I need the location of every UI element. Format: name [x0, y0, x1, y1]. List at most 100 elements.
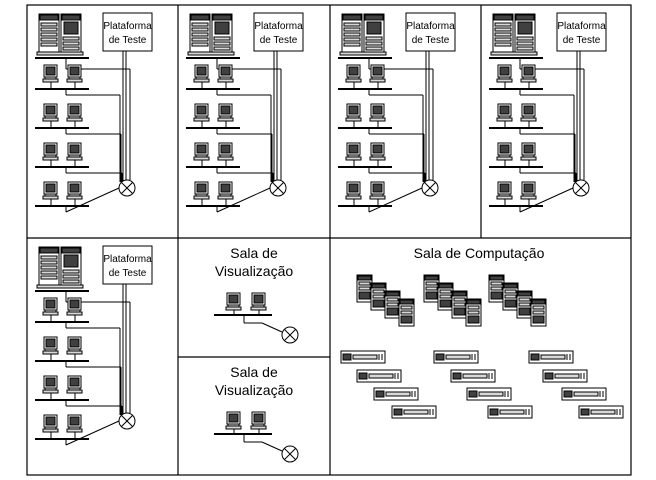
server-tower-icon	[451, 290, 468, 319]
workstation-icon	[520, 181, 537, 200]
test-platform-label-line2: de Teste	[412, 35, 450, 46]
workstation-icon	[225, 411, 242, 430]
workstation-icon	[66, 64, 83, 83]
workstation-icon	[217, 103, 234, 122]
test-platform-label-line1: Plataforma	[103, 254, 152, 265]
server-cabinet-icon	[339, 13, 387, 56]
workstation-icon	[496, 64, 513, 83]
test-platform-label-line1: Plataforma	[254, 21, 303, 32]
workstation-icon	[496, 142, 513, 161]
rack-server-icon	[542, 369, 588, 383]
server-tower-icon	[516, 290, 533, 319]
network-junction-icon	[269, 179, 287, 197]
rack-server-icon	[578, 405, 624, 419]
room-grid	[26, 4, 632, 476]
viz-room-label-line2: Visualização	[215, 263, 294, 279]
workstation-icon	[369, 103, 386, 122]
workstation-icon	[369, 142, 386, 161]
test-platform-box	[253, 12, 304, 52]
server-tower-icon	[423, 274, 440, 303]
network-junction-icon	[572, 179, 590, 197]
network-junction-icon	[421, 179, 439, 197]
workstation-icon	[496, 103, 513, 122]
test-lab-2: Plataforma de Teste	[186, 12, 304, 213]
test-platform-label-line1: Plataforma	[406, 21, 455, 32]
workstation-icon	[345, 103, 362, 122]
workstation-icon	[520, 64, 537, 83]
workstation-icon	[369, 181, 386, 200]
workstation-icon	[345, 142, 362, 161]
server-cabinet-icon	[36, 13, 84, 56]
workstation-icon	[66, 181, 83, 200]
workstation-icon	[42, 336, 59, 355]
network-junction-icon	[118, 412, 136, 430]
workstation-icon	[250, 411, 267, 430]
test-platform-label-line2: de Teste	[563, 35, 601, 46]
rack-server-icon	[391, 405, 437, 419]
server-cabinet-icon	[36, 246, 84, 289]
workstation-icon	[193, 142, 210, 161]
workstation-icon	[193, 181, 210, 200]
test-lab-3: Plataforma de Teste	[338, 12, 456, 213]
test-platform-box	[405, 12, 456, 52]
tower-cluster	[488, 274, 547, 327]
test-platform-label-line2: de Teste	[109, 268, 147, 279]
viz-room-label-line1: Sala de	[230, 364, 278, 380]
test-platform-label-line1: Plataforma	[103, 21, 152, 32]
workstation-icon	[250, 292, 267, 311]
workstation-icon	[193, 64, 210, 83]
workstation-icon	[66, 414, 83, 433]
rack-server-icon	[356, 369, 402, 383]
workstation-icon	[66, 103, 83, 122]
workstation-icon	[42, 64, 59, 83]
test-platform-label-line1: Plataforma	[557, 21, 606, 32]
server-tower-icon	[502, 282, 519, 311]
workstation-icon	[66, 142, 83, 161]
rack-server-icon	[487, 405, 533, 419]
workstation-icon	[520, 103, 537, 122]
workstation-icon	[66, 336, 83, 355]
server-tower-icon	[530, 298, 547, 327]
workstation-icon	[217, 64, 234, 83]
server-tower-icon	[370, 282, 387, 311]
test-platform-box	[102, 245, 153, 285]
workstation-icon	[66, 297, 83, 316]
rack-server-icon	[450, 369, 496, 383]
workstation-icon	[42, 142, 59, 161]
test-lab-4: Plataforma de Teste	[489, 12, 607, 213]
server-cabinet-icon	[187, 13, 235, 56]
server-tower-icon	[437, 282, 454, 311]
computing-room: Sala de Computação	[340, 245, 624, 419]
network-junction-icon	[281, 445, 299, 463]
workstation-icon	[520, 142, 537, 161]
test-platform-label-line2: de Teste	[109, 35, 147, 46]
test-platform-label-line2: de Teste	[260, 35, 298, 46]
network-junction-icon	[281, 326, 299, 344]
test-platform-box	[102, 12, 153, 52]
network-junction-icon	[118, 179, 136, 197]
workstation-icon	[217, 142, 234, 161]
workstation-icon	[496, 181, 513, 200]
server-tower-icon	[356, 274, 373, 303]
server-tower-icon	[488, 274, 505, 303]
workstation-icon	[193, 103, 210, 122]
rack-server-icon	[433, 350, 479, 364]
tower-cluster	[423, 274, 482, 327]
workstation-icon	[42, 297, 59, 316]
workstation-icon	[369, 64, 386, 83]
server-tower-icon	[384, 290, 401, 319]
computing-room-label: Sala de Computação	[414, 245, 545, 261]
workstation-icon	[345, 64, 362, 83]
server-cabinet-icon	[490, 13, 538, 56]
workstation-icon	[42, 181, 59, 200]
test-lab-5: Plataforma de Teste	[35, 245, 153, 446]
workstation-icon	[345, 181, 362, 200]
tower-cluster	[356, 274, 415, 327]
workstation-icon	[225, 292, 242, 311]
rack-server-icon	[561, 387, 607, 401]
rack-server-icon	[466, 387, 512, 401]
